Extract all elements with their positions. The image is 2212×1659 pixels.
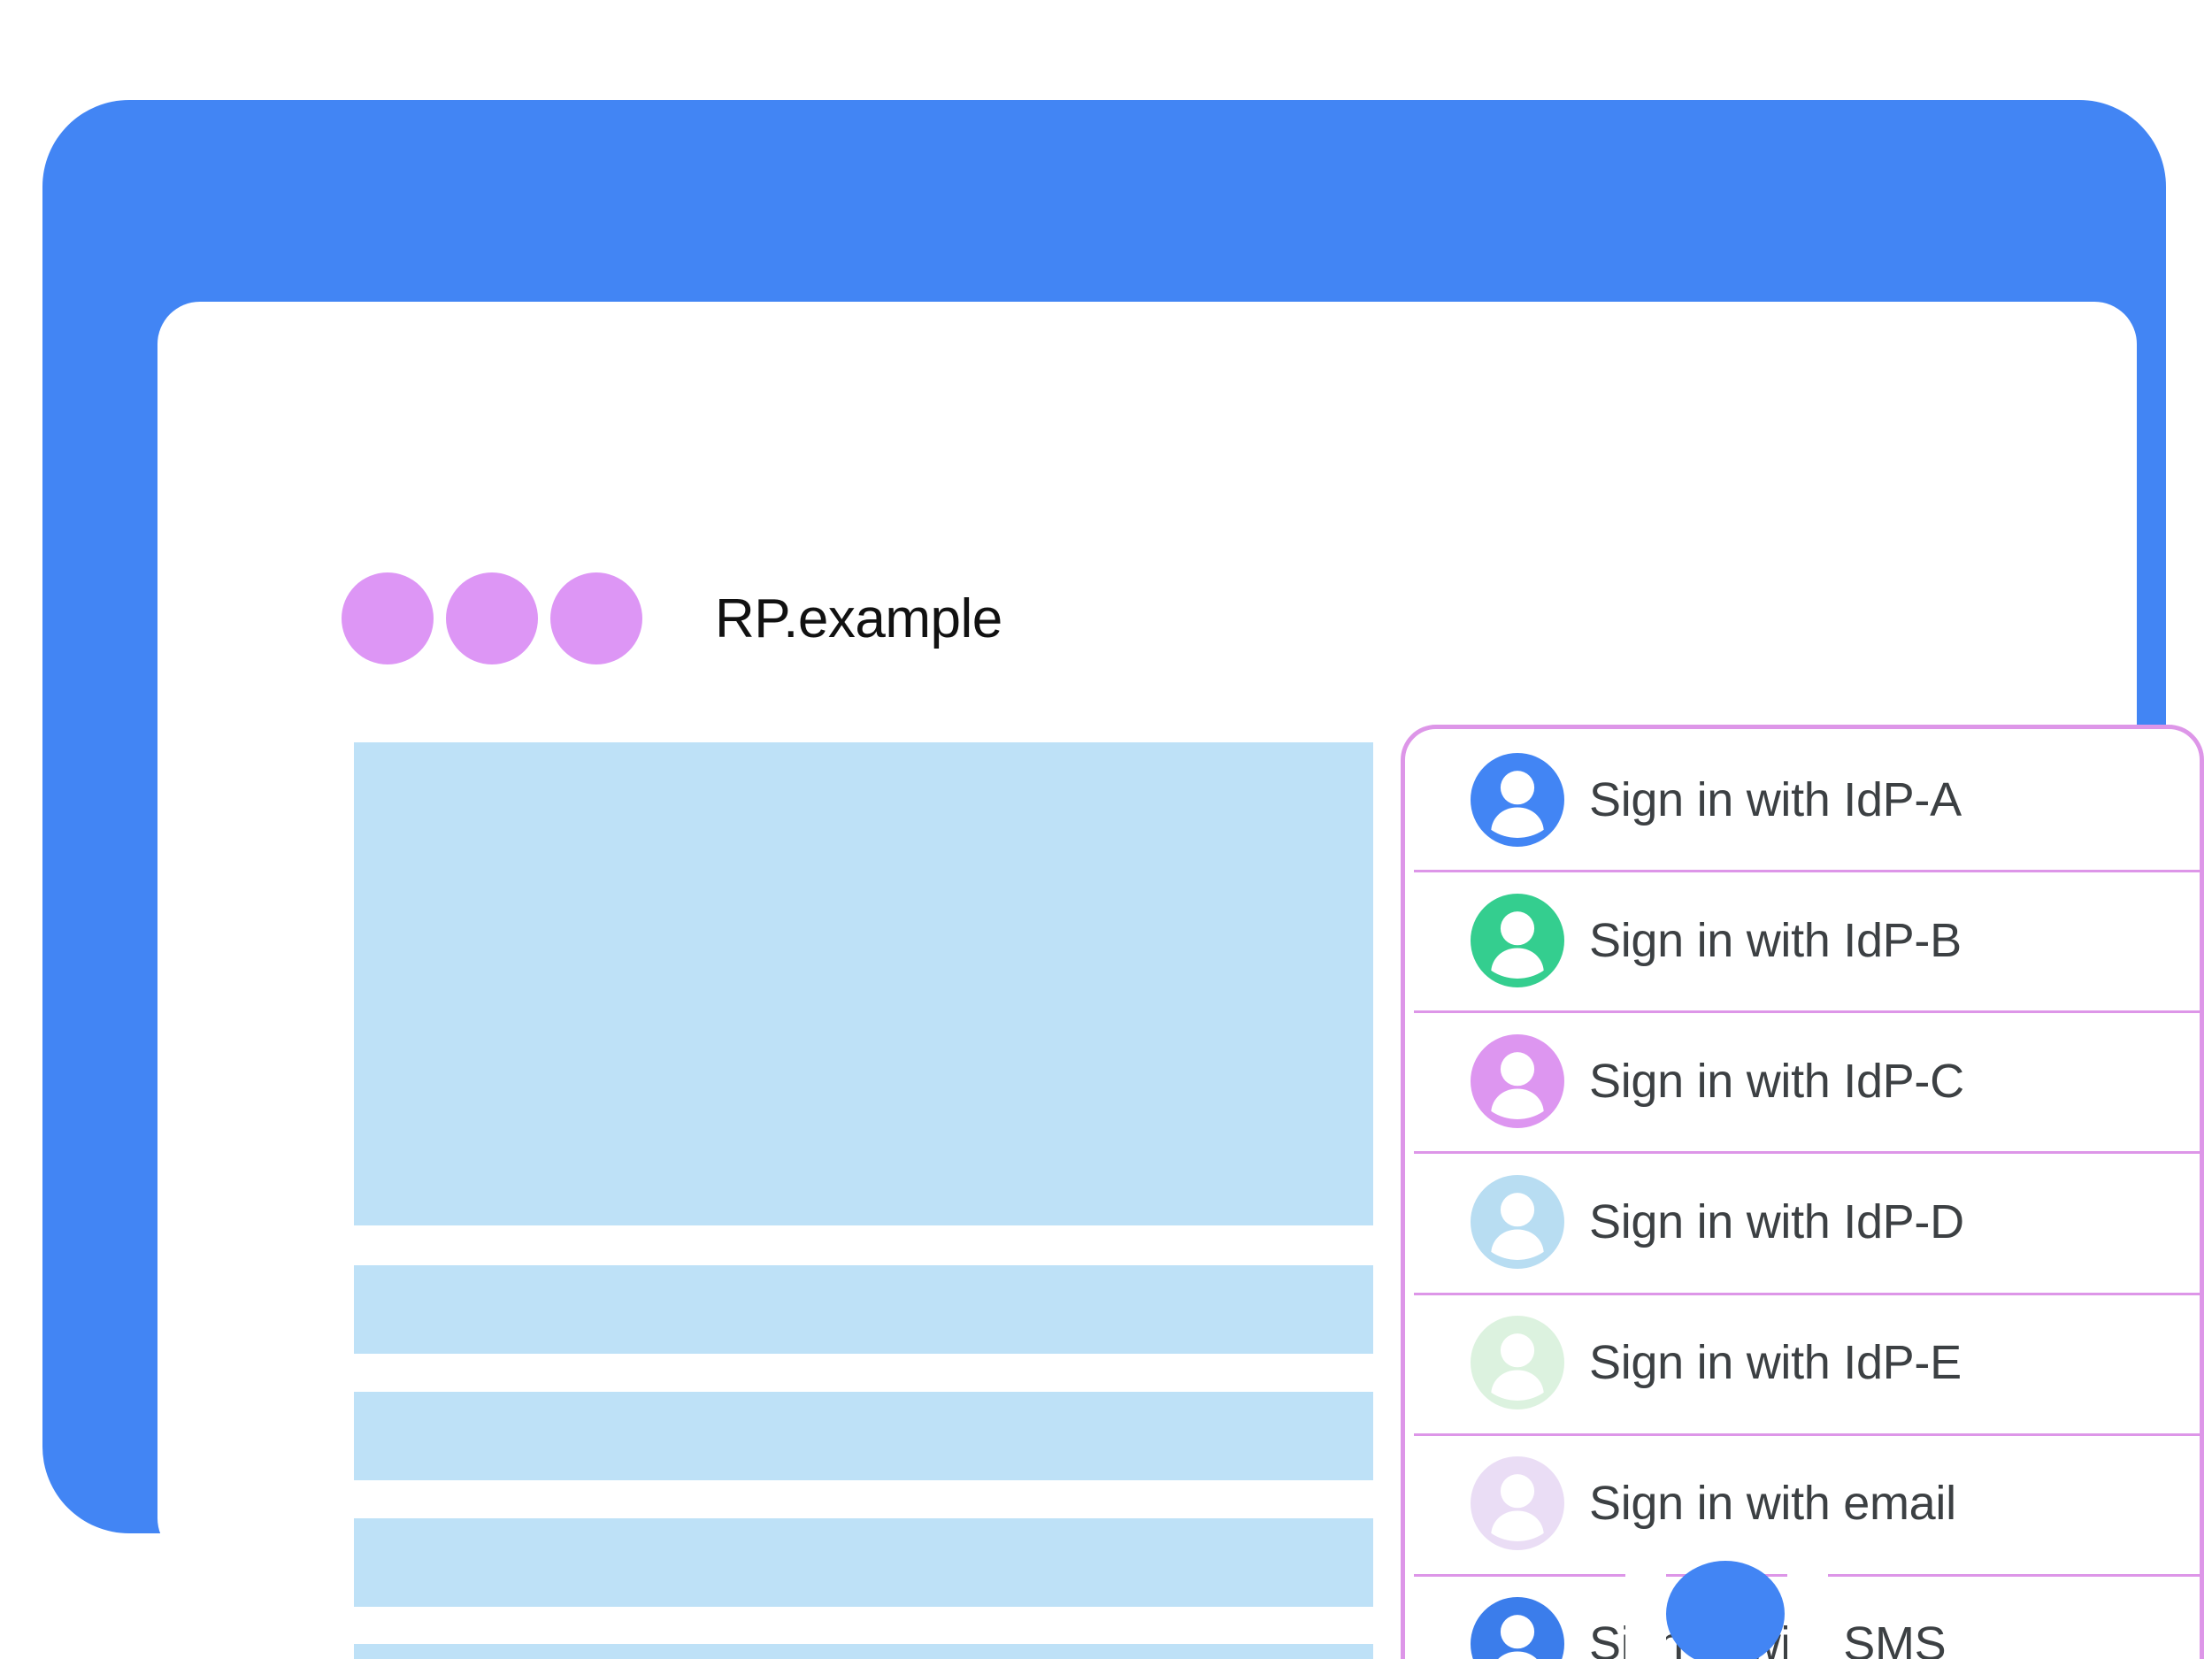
page-title: RP.example <box>715 588 1002 649</box>
home-button-gap-right <box>1787 1561 1828 1659</box>
device-screen: RP.example <box>157 302 2204 1659</box>
account-row-idp-a[interactable]: Sign in with IdP-A <box>1405 729 2200 870</box>
hero-placeholder <box>354 742 1373 1225</box>
home-button[interactable] <box>1666 1561 1785 1659</box>
account-chooser-panel: Sign in with IdP-A Sign in with IdP-B <box>1401 725 2204 1659</box>
account-row-email[interactable]: Sign in with email <box>1405 1432 2204 1574</box>
person-avatar-icon <box>1471 1597 1564 1659</box>
person-avatar-icon <box>1471 1174 1564 1269</box>
text-line-placeholder-1 <box>354 1265 1373 1354</box>
home-button-gap-left <box>1625 1561 1666 1659</box>
account-label: Sign in with IdP-D <box>1589 1194 1964 1248</box>
person-avatar-icon <box>1471 752 1564 847</box>
text-line-placeholder-4 <box>354 1644 1373 1659</box>
account-label: Sign in with IdP-E <box>1589 1336 1962 1390</box>
account-row-idp-c[interactable]: Sign in with IdP-C <box>1405 1010 2204 1151</box>
person-avatar-icon <box>1471 1033 1564 1128</box>
person-avatar-icon <box>1471 893 1564 987</box>
browser-titlebar: RP.example <box>342 572 1002 664</box>
account-row-idp-b[interactable]: Sign in with IdP-B <box>1405 870 2204 1010</box>
account-list: Sign in with IdP-A Sign in with IdP-B <box>1405 729 2204 1659</box>
device-frame: RP.example <box>42 100 2204 1659</box>
window-dot-3[interactable] <box>550 572 642 664</box>
account-label: Sign in with IdP-B <box>1589 913 1962 967</box>
text-line-placeholder-2 <box>354 1392 1373 1480</box>
window-dot-1[interactable] <box>342 572 434 664</box>
account-label: Sign in with email <box>1589 1477 1956 1531</box>
text-line-placeholder-3 <box>354 1518 1373 1607</box>
account-label: Sign in with IdP-A <box>1589 772 1962 826</box>
person-avatar-icon <box>1471 1456 1564 1551</box>
account-row-idp-e[interactable]: Sign in with IdP-E <box>1405 1292 2204 1433</box>
account-label: Sign in with IdP-C <box>1589 1054 1964 1108</box>
person-avatar-icon <box>1471 1316 1564 1410</box>
window-dot-2[interactable] <box>446 572 538 664</box>
account-row-idp-d[interactable]: Sign in with IdP-D <box>1405 1151 2204 1292</box>
